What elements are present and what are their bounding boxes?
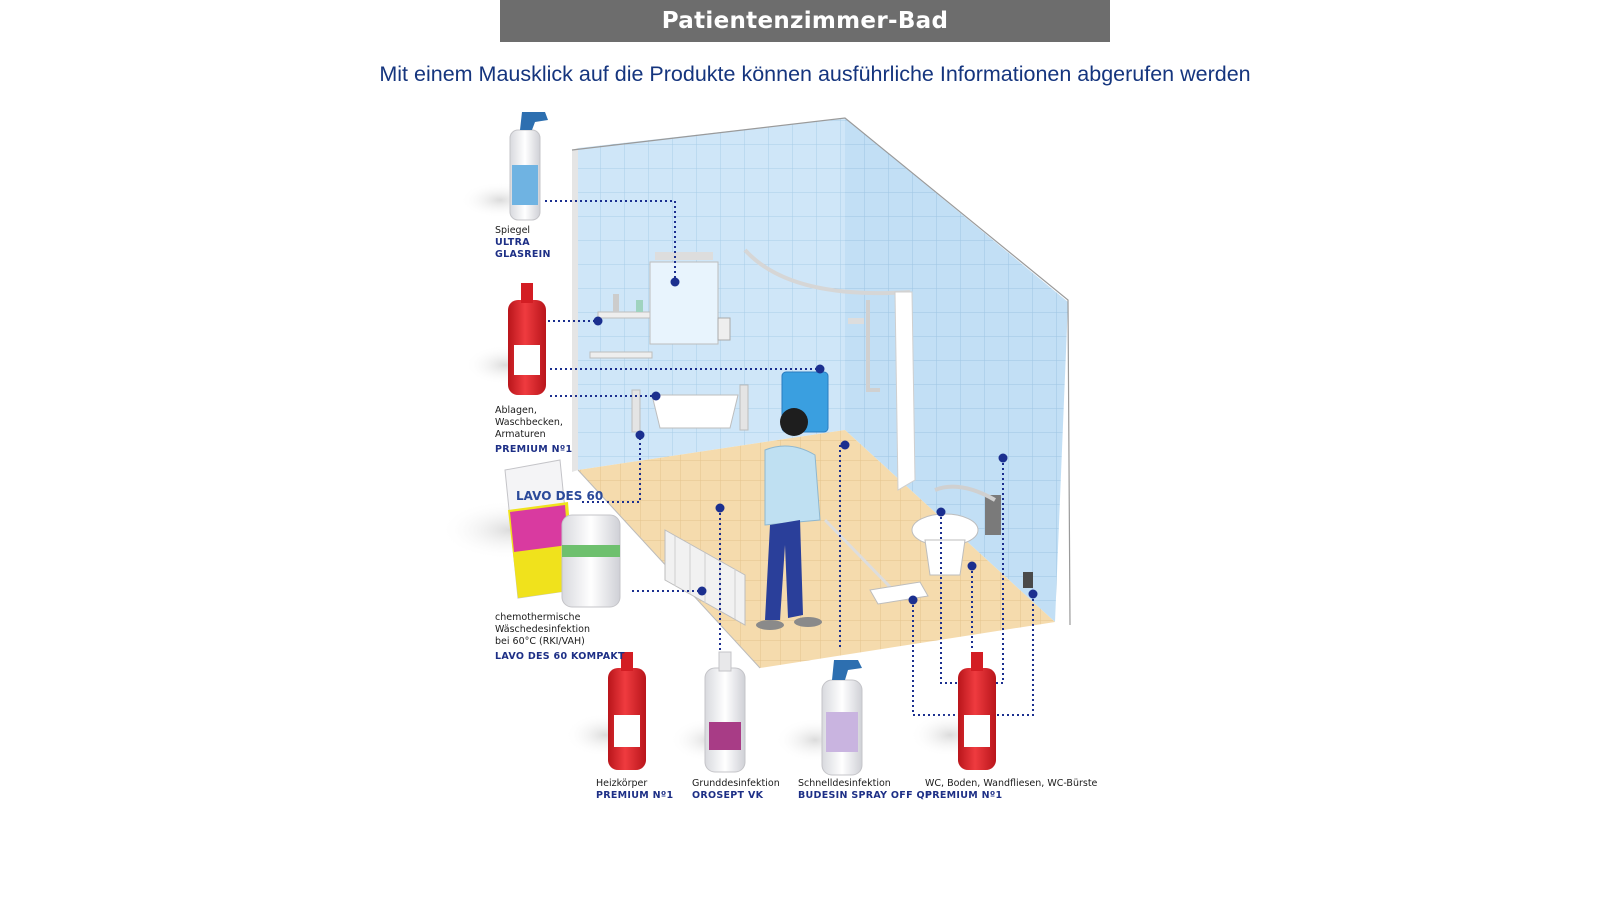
label-spiegel: Spiegel ULTRA GLASREIN: [495, 225, 551, 261]
hotspot-shelf: [593, 316, 603, 326]
label-waesche: chemothermische Wäschedesinfektion bei 6…: [495, 612, 625, 663]
leader-wc-4: [990, 594, 1034, 716]
label-spiegel-product-2[interactable]: GLASREIN: [495, 249, 551, 260]
label-spiegel-area: Spiegel: [495, 225, 531, 236]
leader-spiegel: [545, 200, 676, 282]
leader-wc-2: [940, 512, 965, 684]
product-premium-wc: [910, 652, 996, 770]
label-ablagen-area: Ablagen, Waschbecken, Armaturen: [495, 405, 563, 440]
hotspot-floor-right: [908, 595, 918, 605]
hotspot-toilet-bowl: [967, 561, 977, 571]
hotspot-mirror: [670, 277, 680, 287]
label-wc-area: WC, Boden, Wandfliesen, WC-Bürste: [925, 778, 1098, 789]
hotspot-seat-low: [840, 440, 850, 450]
label-grund-area: Grunddesinfektion: [692, 778, 780, 789]
hotspot-sink-side: [635, 430, 645, 440]
label-ablagen: Ablagen, Waschbecken, Armaturen PREMIUM …: [495, 405, 572, 456]
room-outline: [571, 117, 1071, 626]
page-subtitle: Mit einem Mausklick auf die Produkte kön…: [379, 62, 1251, 86]
label-wc: WC, Boden, Wandfliesen, WC-Bürste PREMIU…: [925, 778, 1097, 802]
label-ablagen-product[interactable]: PREMIUM Nº1: [495, 444, 573, 455]
shelf-upper: [597, 311, 651, 319]
leader-wc-3: [990, 458, 1004, 684]
product-lavo-des: LAVO DES 60: [440, 459, 621, 608]
label-schnell: Schnelldesinfektion BUDESIN SPRAY OFF QF: [798, 778, 932, 802]
page-title: Patientenzimmer-Bad: [500, 0, 1110, 42]
hotspot-toilet: [936, 507, 946, 517]
right-wall: [845, 118, 1068, 622]
toilet-brush: [1023, 572, 1033, 588]
label-waesche-area: chemothermische Wäschedesinfektion bei 6…: [495, 612, 591, 647]
product-orosept-vk: [670, 651, 750, 773]
hotspot-wall: [998, 453, 1008, 463]
product-ultra-glasrein: [460, 112, 548, 221]
floor: [578, 430, 1055, 668]
label-heizkoerper-product[interactable]: PREMIUM Nº1: [596, 790, 674, 801]
hotspot-radiator: [697, 586, 707, 596]
product-budesin-spray: [775, 660, 863, 776]
product-premium-heizkoerper: [565, 652, 646, 770]
label-heizkoerper-area: Heizkörper: [596, 778, 648, 789]
label-waesche-product[interactable]: LAVO DES 60 KOMPAKT: [495, 651, 625, 662]
label-wc-product[interactable]: PREMIUM Nº1: [925, 790, 1003, 801]
label-spiegel-product-1[interactable]: ULTRA: [495, 237, 530, 248]
product-premium-ablagen: [465, 283, 546, 395]
leader-wc-1: [912, 600, 965, 716]
label-grund-product[interactable]: OROSEPT VK: [692, 790, 764, 801]
lavo-des-bag-label: LAVO DES 60: [516, 489, 603, 503]
shower-curtain: [894, 291, 916, 491]
cleaning-person: [756, 408, 929, 630]
shelf-lower: [589, 351, 653, 359]
label-heizkoerper: Heizkörper PREMIUM Nº1: [596, 778, 673, 802]
hotspot-seat: [815, 364, 825, 374]
hotspot-floor: [715, 503, 725, 513]
label-schnell-product[interactable]: BUDESIN SPRAY OFF QF: [798, 790, 932, 801]
label-grund: Grunddesinfektion OROSEPT VK: [692, 778, 780, 802]
hotspot-sink: [651, 391, 661, 401]
label-schnell-area: Schnelldesinfektion: [798, 778, 891, 789]
left-wall-edge: [572, 148, 578, 472]
mirror: [649, 261, 719, 345]
washbasin: [651, 394, 739, 429]
soap-dispenser: [717, 317, 731, 341]
hotspot-brush: [1028, 589, 1038, 599]
